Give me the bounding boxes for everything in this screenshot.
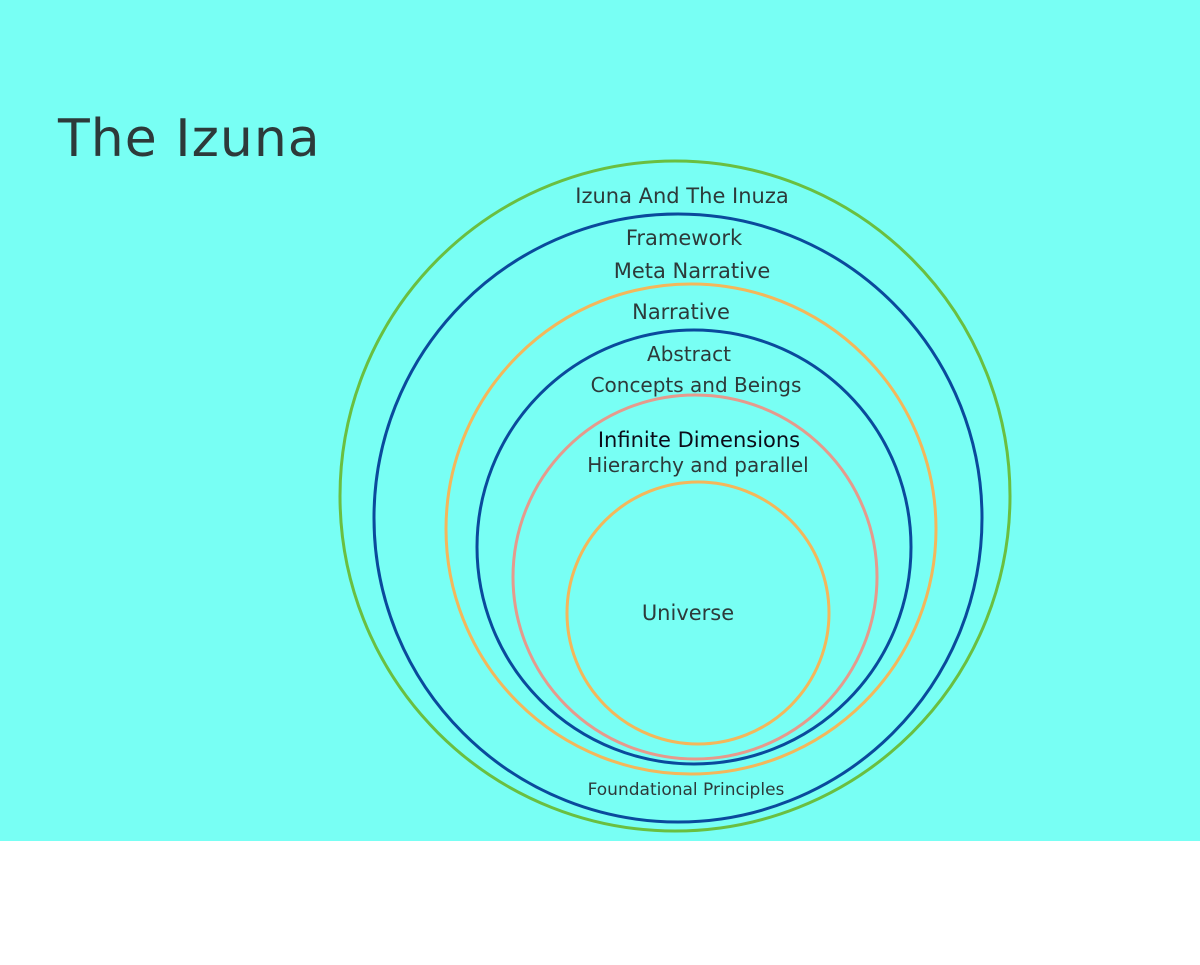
label-hierarchy-and-parallel: Hierarchy and parallel	[587, 453, 808, 477]
label-infinite-dimensions: Infinite Dimensions	[598, 428, 800, 452]
ring-narrative	[475, 328, 913, 766]
ring-meta-narrative	[444, 282, 938, 776]
ring-abstract	[511, 393, 879, 761]
label-framework: Framework	[626, 226, 743, 250]
ring-izuna-and-the-inuza	[338, 159, 1012, 833]
ring-framework	[372, 212, 984, 824]
page-title: The Izuna	[58, 109, 321, 169]
nested-circles-diagram: Izuna And The Inuza Framework Meta Narra…	[338, 159, 1012, 833]
label-meta-narrative: Meta Narrative	[614, 259, 771, 283]
ring-concepts-and-beings	[565, 480, 831, 746]
label-izuna-and-the-inuza: Izuna And The Inuza	[575, 184, 789, 208]
label-narrative: Narrative	[632, 300, 730, 324]
label-abstract: Abstract	[647, 342, 731, 366]
label-foundational-principles: Foundational Principles	[588, 780, 785, 800]
label-concepts-and-beings: Concepts and Beings	[591, 373, 802, 397]
label-universe: Universe	[642, 601, 734, 625]
